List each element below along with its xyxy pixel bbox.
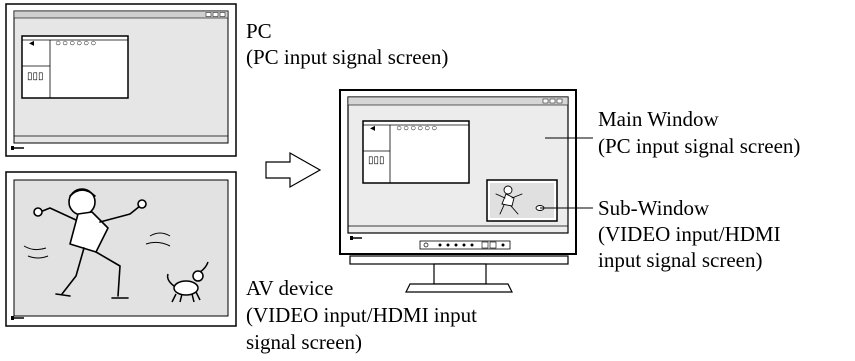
pc-subtitle: (PC input signal screen) xyxy=(246,45,449,69)
monitor-icon-row: ○○○○○○ xyxy=(396,123,439,134)
sub-window-line3: input signal screen) xyxy=(598,248,763,272)
pc-window-glyph: ◂ xyxy=(29,38,35,49)
pc-icon-column: ▯▯▯ xyxy=(27,71,44,82)
running-man-figure xyxy=(33,188,147,299)
right-arrow-icon xyxy=(265,151,322,189)
dog-figure xyxy=(166,261,209,303)
monitor-window-glyph: ◂ xyxy=(370,123,376,134)
av-line3: signal screen) xyxy=(246,330,363,354)
main-window-subtitle: (PC input signal screen) xyxy=(598,134,801,158)
av-title: AV device xyxy=(246,276,334,300)
main-window-title: Main Window xyxy=(598,107,719,131)
callout-lines xyxy=(540,137,593,209)
pc-icon-row: ○○○○○○ xyxy=(55,38,98,49)
pc-screen-illustration xyxy=(5,3,237,157)
monitor-icon-column: ▯▯▯ xyxy=(368,155,385,166)
sub-window-title: Sub-Window xyxy=(598,196,710,220)
sub-window-line2: (VIDEO input/HDMI xyxy=(598,222,781,246)
motion-lines xyxy=(23,232,171,259)
av-line2: (VIDEO input/HDMI input xyxy=(246,303,477,327)
pc-title: PC xyxy=(246,19,272,43)
sub-window-runner xyxy=(495,185,545,215)
monitor-illustration xyxy=(339,89,577,293)
av-screen-illustration xyxy=(5,171,237,327)
